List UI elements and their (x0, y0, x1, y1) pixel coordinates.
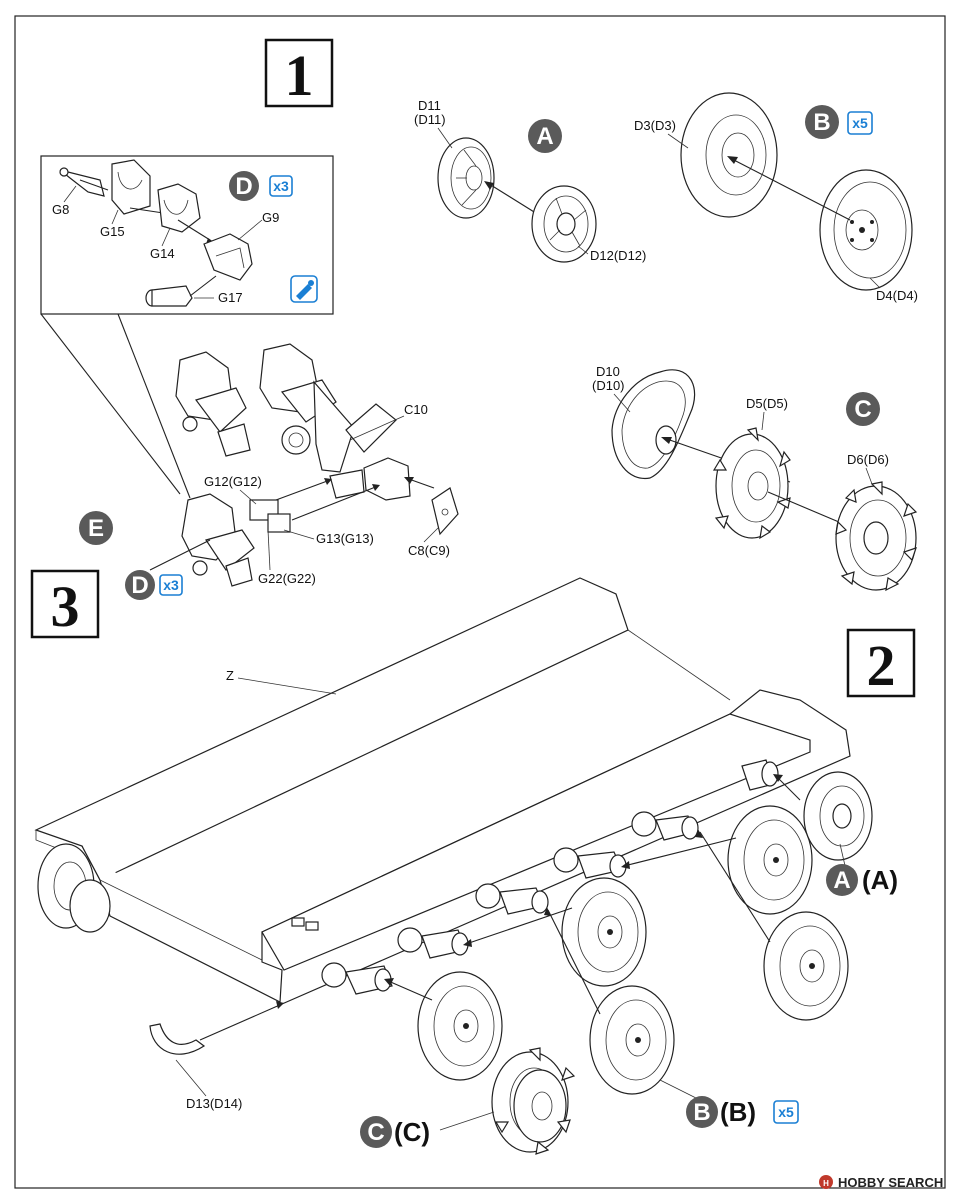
badge-d-inset: D (229, 171, 259, 201)
subassembly-a: D11 (D11) D12(D12) A (414, 98, 646, 263)
svg-text:C: C (367, 1119, 384, 1146)
step-3-arrows (199, 774, 801, 1041)
label-g13: G13(G13) (316, 531, 374, 546)
part-c10 (345, 403, 397, 453)
svg-text:D: D (235, 173, 252, 200)
part-g13 (267, 513, 291, 533)
multiplier-box-icon: x5 (847, 111, 873, 135)
part-d13 (149, 1023, 206, 1055)
watermark-text: HOBBY SEARCH (838, 1175, 943, 1190)
rear-sprocket-hull (37, 843, 111, 933)
part-d12 (531, 185, 597, 263)
callout-c: C (C) (360, 1111, 495, 1148)
badge-a-step1: A (528, 119, 562, 153)
svg-text:x3: x3 (163, 577, 179, 593)
multiplier-box-icon: x3 (269, 175, 293, 197)
step-2-number: 2 (867, 633, 896, 698)
part-g17 (145, 285, 193, 307)
part-d6 (835, 481, 918, 592)
badge-b-step1: B (805, 105, 839, 139)
label-g8: G8 (52, 202, 69, 217)
badge-c-step1: C (846, 392, 880, 426)
label-g17: G17 (218, 290, 243, 305)
page-frame (14, 15, 946, 1189)
part-g14 (157, 183, 201, 233)
label-d11: D11 (418, 98, 441, 113)
svg-text:H: H (823, 1179, 829, 1188)
callout-c-paren: (C) (394, 1117, 430, 1147)
part-d5 (712, 427, 791, 540)
part-g15 (111, 159, 151, 215)
road-wheel-4 (589, 985, 675, 1095)
label-c10: C10 (404, 402, 428, 417)
subassembly-e: C10 G12(G12) G13(G13) G22(G22) C8(C9) E … (79, 343, 459, 600)
label-d12: D12(D12) (590, 248, 646, 263)
badge-d-step1: D (125, 570, 155, 600)
callout-b-paren: (B) (720, 1097, 756, 1127)
part-d3 (680, 92, 778, 218)
step-2-box: 2 (846, 628, 916, 698)
svg-text:D: D (131, 572, 148, 599)
step-3-number: 3 (51, 574, 80, 639)
callout-a: A (A) (826, 843, 898, 896)
svg-text:x5: x5 (778, 1104, 794, 1120)
label-g22: G22(G22) (258, 571, 316, 586)
label-c8: C8(C9) (408, 543, 450, 558)
svg-text:x5: x5 (852, 115, 868, 131)
road-wheel-1 (417, 971, 503, 1081)
label-g12: G12(G12) (204, 474, 262, 489)
road-wheel-2 (561, 877, 647, 987)
hull-z: Z (34, 577, 851, 1005)
idler-wheel (803, 771, 873, 861)
label-d4: D4(D4) (876, 288, 918, 303)
front-sprocket (491, 1047, 576, 1155)
label-g14: G14 (150, 246, 175, 261)
road-wheel-3 (727, 805, 813, 915)
label-d10-paren: (D10) (592, 378, 625, 393)
label-d10: D10 (596, 364, 620, 379)
step-1-number: 1 (285, 43, 314, 108)
multiplier-box-icon: x5 (773, 1100, 799, 1124)
badge-e: E (79, 511, 113, 545)
subassembly-b: D3(D3) D4(D4) B x5 (634, 92, 918, 303)
label-d3: D3(D3) (634, 118, 676, 133)
label-d6: D6(D6) (847, 452, 889, 467)
bogie-2 (259, 343, 355, 473)
cement-icon (290, 275, 318, 303)
label-d5: D5(D5) (746, 396, 788, 411)
bogie-3 (181, 493, 255, 587)
part-c8 (431, 487, 459, 536)
step-1-box: 1 (264, 38, 334, 108)
svg-text:C: C (854, 396, 871, 423)
part-g8 (59, 167, 105, 197)
callout-a-paren: (A) (862, 865, 898, 895)
detail-d-inset: G8 G15 G14 G9 G17 D x3 (40, 155, 334, 499)
step-3-box: 3 (30, 569, 100, 639)
road-wheels (417, 771, 873, 1095)
arrow-b (729, 157, 851, 221)
svg-text:A: A (536, 123, 553, 150)
part-d11 (437, 137, 495, 219)
svg-text:x3: x3 (273, 178, 289, 194)
svg-text:B: B (693, 1099, 710, 1126)
label-g15: G15 (100, 224, 125, 239)
bogie-1 (175, 351, 251, 457)
multiplier-box-icon: x3 (159, 574, 183, 596)
svg-text:A: A (833, 867, 850, 894)
part-d4 (819, 169, 913, 291)
svg-text:E: E (88, 515, 104, 542)
label-d11-paren: (D11) (414, 112, 446, 127)
hull-bogies (321, 759, 779, 995)
svg-text:B: B (813, 109, 830, 136)
watermark: H HOBBY SEARCH (819, 1175, 943, 1190)
label-z: Z (226, 668, 234, 683)
label-g9: G9 (262, 210, 279, 225)
part-g9 (203, 233, 253, 281)
road-wheel-5 (763, 911, 849, 1021)
callout-b: B (B) x5 (659, 1079, 799, 1128)
label-d13: D13(D14) (186, 1096, 242, 1111)
subassembly-c: D10 (D10) D5(D5) D6(D6) C (592, 364, 918, 592)
